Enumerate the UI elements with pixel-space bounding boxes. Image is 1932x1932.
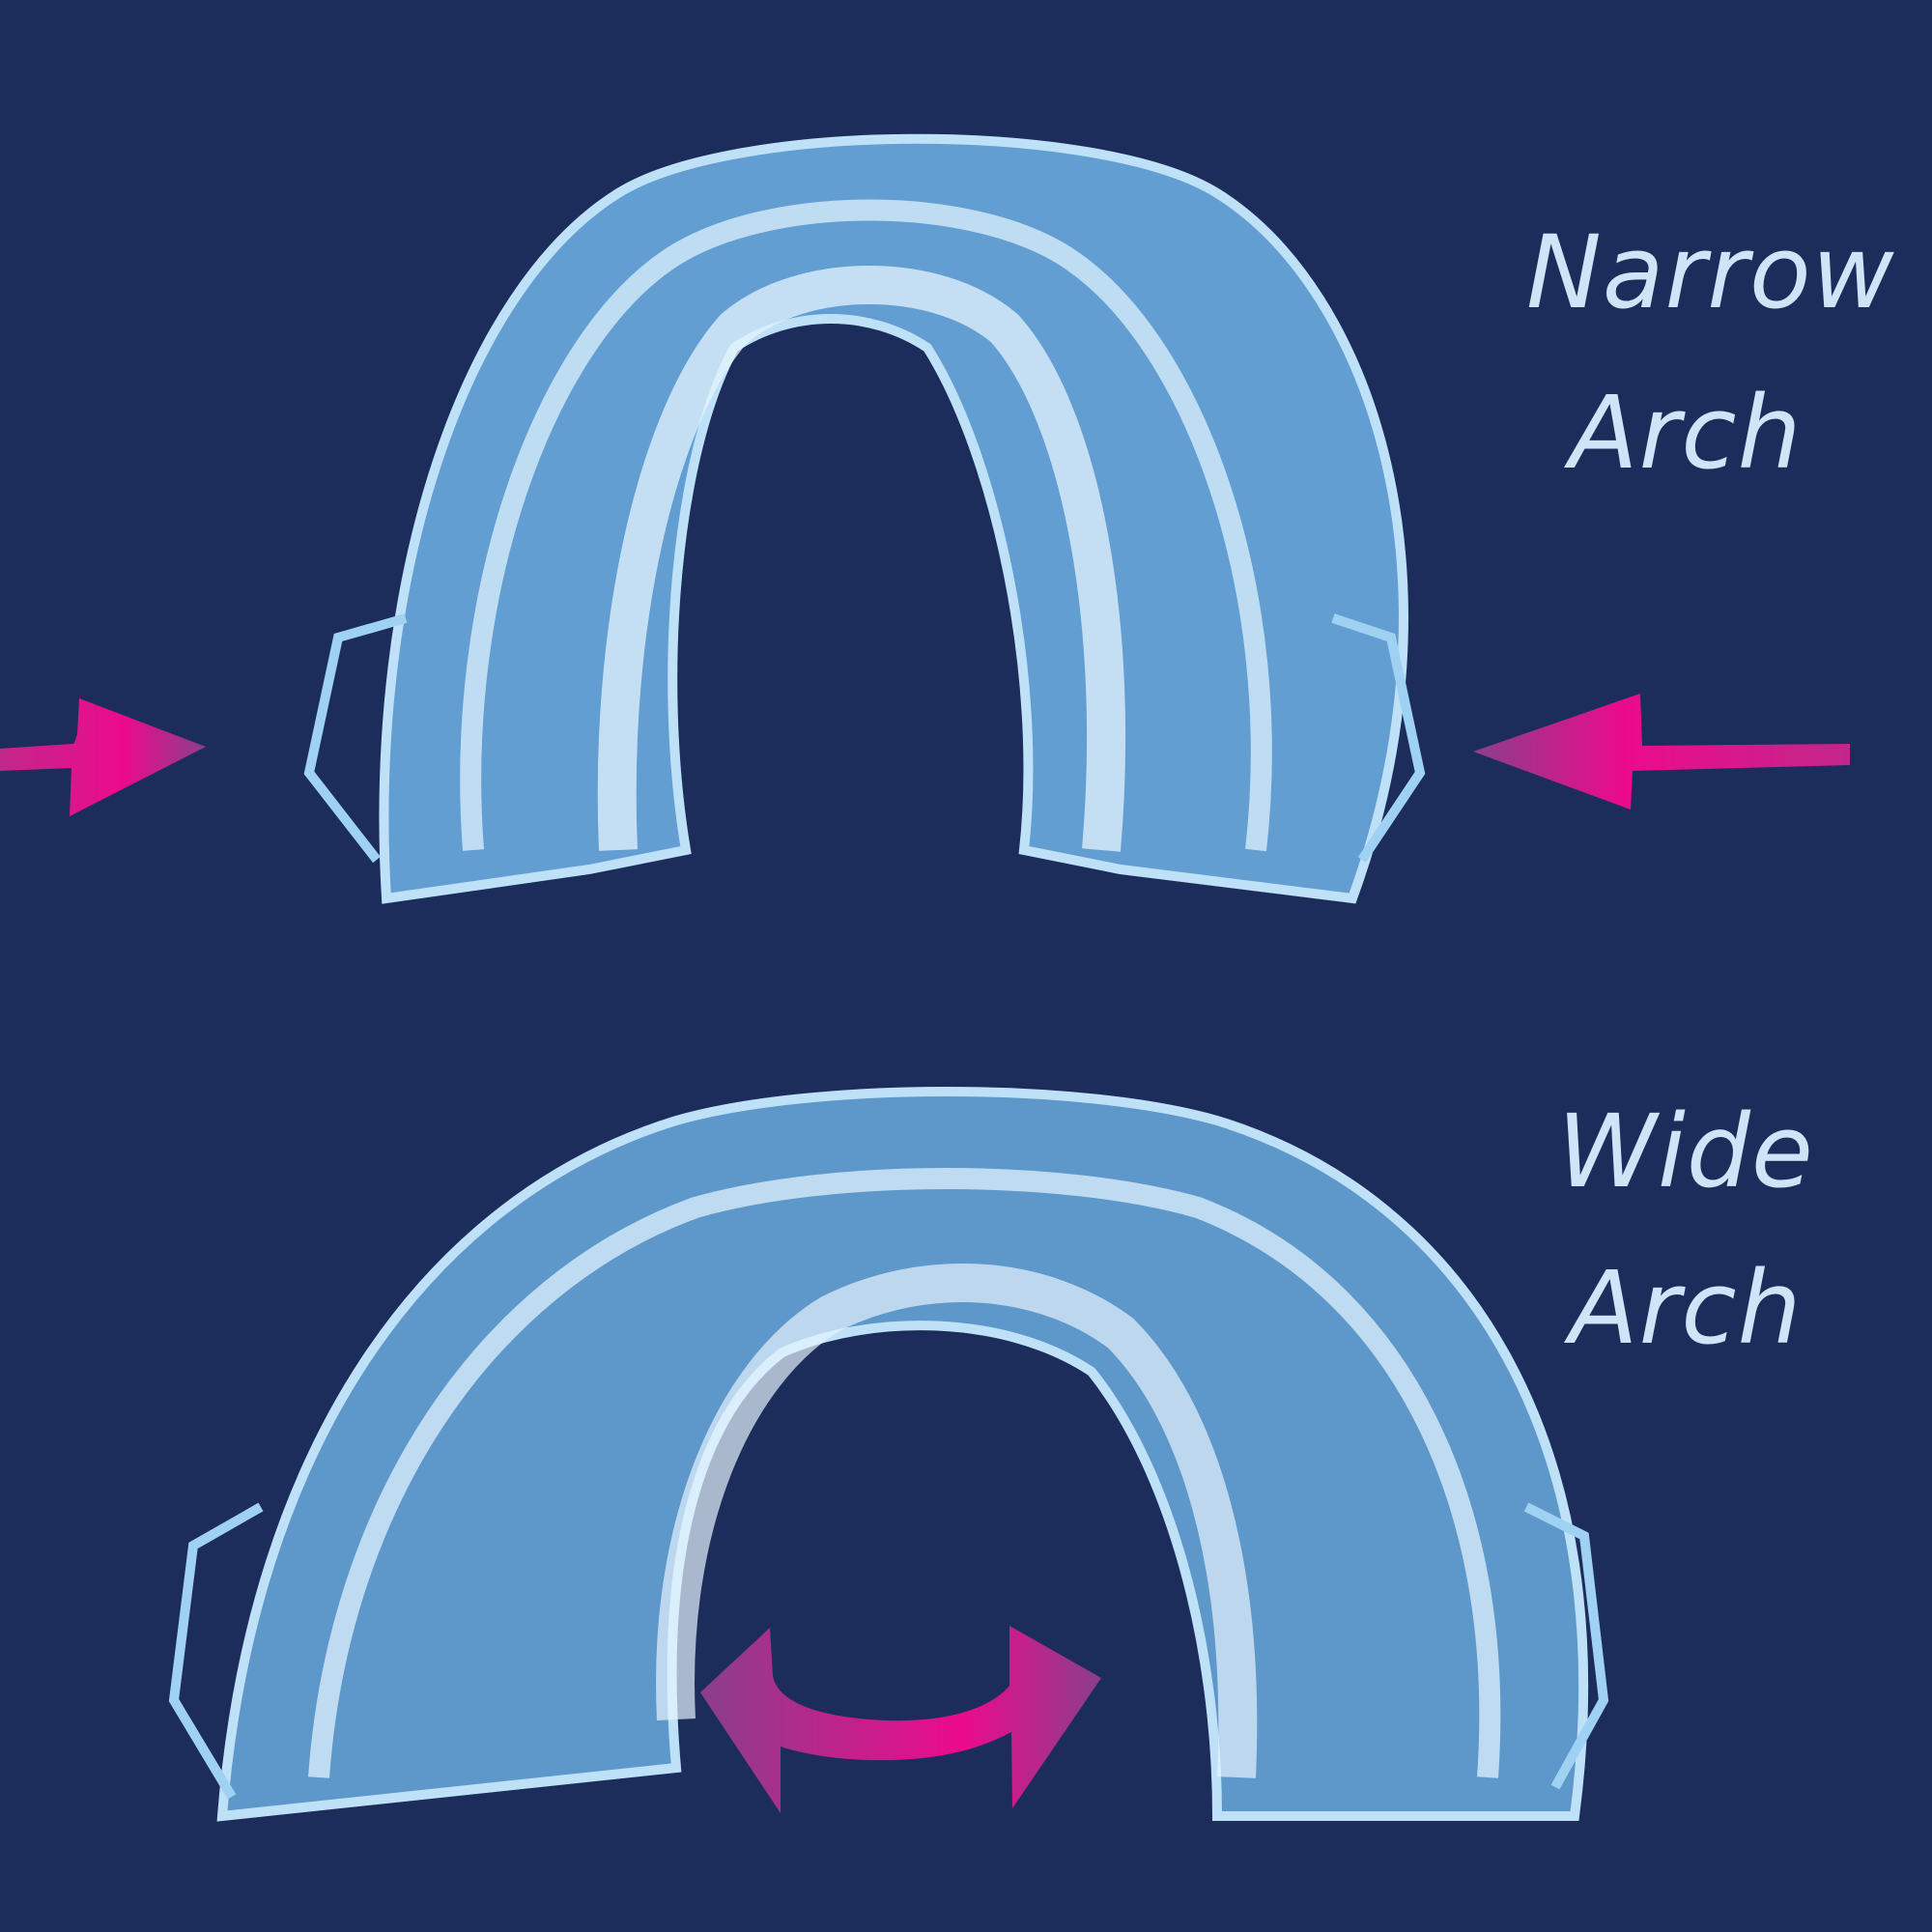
arrow-left-icon [1473, 694, 1850, 810]
wide-arch-label: Wide Arch [1517, 1101, 1855, 1358]
narrow-arch-mouthguard [303, 133, 1426, 904]
narrow-arch-line2: Arch [1569, 374, 1803, 492]
narrow-arch-line1: Narrow [1526, 213, 1895, 331]
wide-arch-line2: Arch [1569, 1249, 1803, 1367]
arrow-right-icon [0, 698, 206, 816]
wide-arch-line1: Wide [1557, 1093, 1814, 1210]
wide-arch-mouthguard [168, 1087, 1609, 1822]
double-arrow-icon [700, 1626, 1101, 1813]
narrow-arch-label: Narrow Arch [1507, 213, 1895, 483]
